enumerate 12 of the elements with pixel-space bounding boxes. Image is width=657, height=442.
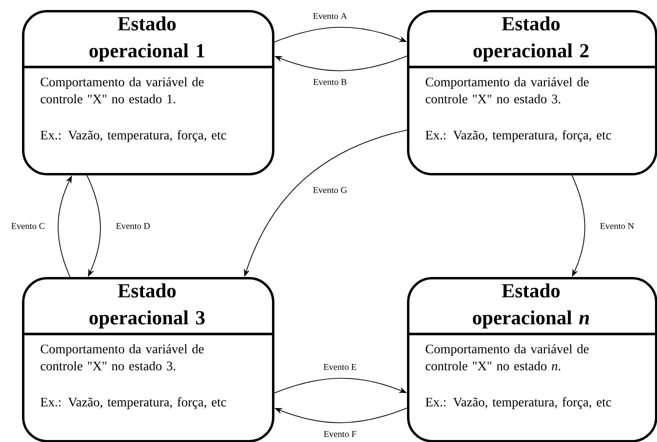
edge-label: Evento A	[312, 12, 348, 20]
edge-label: Evento C	[10, 222, 46, 230]
edge-label: Evento B	[312, 78, 348, 86]
state-box: Estado operacional 2 Comportamento da variável de controle "X" no estado 3. Ex.: Vazão, temperatura, força, etc	[407, 10, 657, 176]
state-box: Estado operacional n Comportamento da variável de controle "X" no estado n. Ex.: Vazão, temperatura, força, etc	[407, 277, 657, 442]
edge-label: Evento F	[322, 430, 358, 438]
edge-label: Evento E	[322, 363, 358, 371]
edge-label: Evento N	[598, 222, 636, 230]
state-box: Estado operacional 1 Comportamento da variável de controle "X" no estado 1. Ex.: Vazão, temperatura, força, etc	[22, 10, 274, 176]
edge-label: Evento D	[114, 222, 152, 230]
edge-label: Evento G	[312, 186, 348, 194]
state-box: Estado operacional 3 Comportamento da variável de controle "X" no estado 3. Ex.: Vazão, temperatura, força, etc	[22, 277, 274, 442]
